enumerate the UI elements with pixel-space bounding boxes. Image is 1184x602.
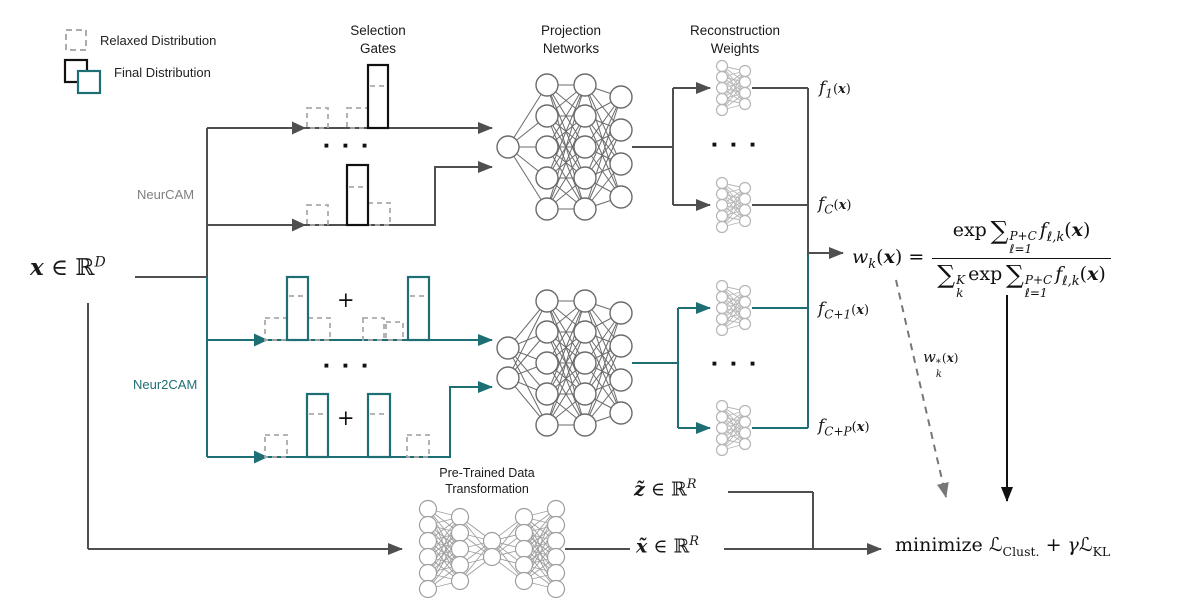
output-label-f1: f1(x) bbox=[819, 78, 851, 101]
reconstruction-label: x̃ ∈ ℝR bbox=[636, 534, 700, 558]
weight-formula-lhs: wk(x) = bbox=[852, 245, 925, 272]
relaxed-weight-arrow bbox=[895, 279, 949, 498]
selection-gate-neur2cam-1a bbox=[264, 275, 331, 342]
output-label-fC1: fC+1(x) bbox=[818, 299, 870, 322]
neur2cam-row1-arrow bbox=[254, 333, 268, 347]
ellipsis-gates-top: ■ ■ ■ bbox=[324, 141, 373, 150]
projection-network-bottom bbox=[496, 289, 633, 437]
pretrained-autoencoder bbox=[418, 499, 566, 599]
legend-relaxed-label: Relaxed Distribution bbox=[100, 33, 217, 48]
selection-gate-neur2cam-2b bbox=[366, 392, 430, 459]
header-selection-gates: Selection Gates bbox=[350, 23, 406, 56]
reconstruction-net-3 bbox=[715, 279, 752, 337]
objective-label: minimize ℒClust. + γℒKL bbox=[895, 534, 1111, 559]
legend-final-label: Final Distribution bbox=[114, 65, 211, 80]
neurcam-row2-arrow bbox=[292, 218, 306, 232]
projection-bottom-fanout bbox=[632, 302, 711, 434]
branch-label-neurcam: NeurCAM bbox=[137, 187, 195, 202]
legend-relaxed-swatch bbox=[65, 29, 87, 51]
ellipsis-nets-top: ■ ■ ■ bbox=[712, 140, 761, 149]
output-label-fC: fC(x) bbox=[818, 194, 852, 217]
pretrained-path-lines bbox=[87, 303, 882, 555]
reconstruction-outputs-gray bbox=[752, 87, 809, 255]
projection-top-fanout bbox=[632, 82, 711, 211]
selection-gate-neur2cam-1b bbox=[362, 275, 431, 342]
selection-gate-neurcam-1 bbox=[306, 63, 390, 130]
ellipsis-nets-bottom: ■ ■ ■ bbox=[712, 359, 761, 368]
relaxed-weight-label: w*k(x) bbox=[923, 348, 959, 380]
reconstruction-net-1 bbox=[715, 59, 752, 117]
neurcam-row1-arrow bbox=[292, 121, 306, 135]
selection-gate-neurcam-2 bbox=[306, 163, 391, 227]
reconstruction-outputs-teal bbox=[752, 255, 809, 429]
projection-network-top bbox=[496, 73, 633, 221]
ellipsis-gates-bottom: ■ ■ ■ bbox=[324, 361, 373, 370]
branch-label-neur2cam: Neur2CAM bbox=[133, 377, 198, 392]
input-vector-label: x ∈ ℝD bbox=[30, 254, 106, 281]
latent-label: z̃ ∈ ℝR bbox=[634, 477, 697, 501]
legend-final-swatch bbox=[63, 58, 102, 95]
neur2cam-row2-arrow bbox=[254, 450, 268, 464]
gate-plus-2: + bbox=[337, 406, 355, 430]
reconstruction-net-2 bbox=[715, 176, 752, 234]
reconstruction-net-4 bbox=[715, 399, 752, 457]
gate-plus-1: + bbox=[337, 288, 355, 312]
output-label-fCP: fC+P(x) bbox=[818, 416, 870, 439]
autoencoder-label: Pre-Trained Data Transformation bbox=[439, 466, 535, 496]
header-reconstruction-weights: Reconstruction Weights bbox=[689, 23, 781, 56]
selection-gate-neur2cam-2a bbox=[264, 392, 330, 459]
input-branch-lines bbox=[135, 122, 493, 278]
header-projection-networks: Projection Networks bbox=[540, 23, 602, 56]
